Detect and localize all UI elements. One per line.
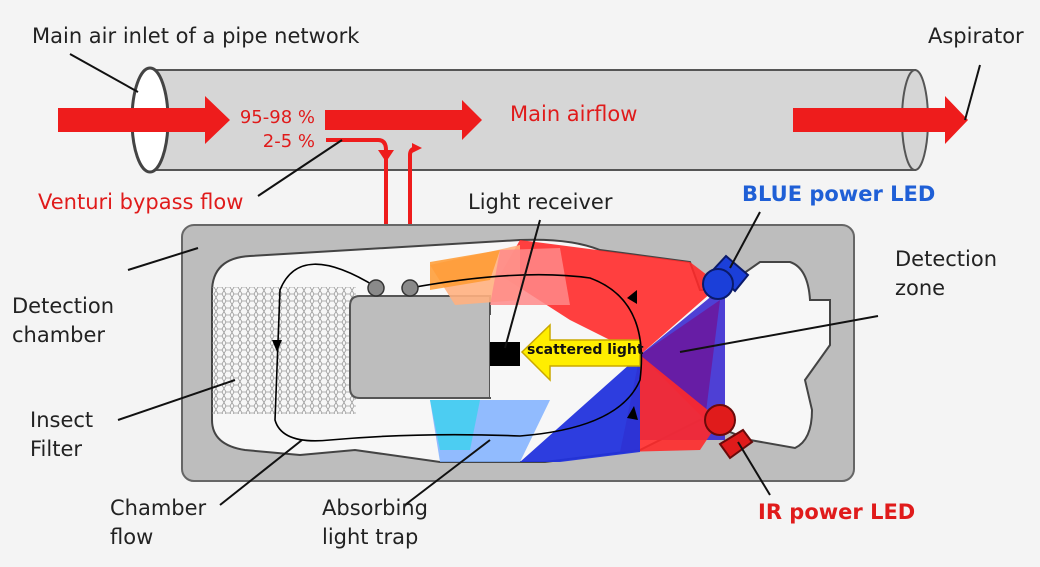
main-airflow-arrows <box>58 96 968 144</box>
label-pct-bypass: 2-5 % <box>262 131 315 152</box>
label-light-receiver: Light receiver <box>468 190 613 214</box>
label-scattered-light: scattered light <box>527 342 644 358</box>
label-venturi-bypass: Venturi bypass flow <box>38 190 244 214</box>
pipe <box>130 66 929 174</box>
label-blue-led: BLUE power LED <box>742 182 936 206</box>
bypass-outlet-port <box>401 279 419 297</box>
light-beams <box>430 240 725 462</box>
label-detection-chamber-2: chamber <box>12 323 106 347</box>
bypass-arrow-head <box>378 150 394 162</box>
label-ir-led: IR power LED <box>758 500 916 524</box>
label-main-airflow: Main airflow <box>510 102 638 126</box>
label-aspirator: Aspirator <box>928 24 1024 48</box>
label-detection-zone-2: zone <box>895 276 946 300</box>
ir-led <box>704 404 754 460</box>
label-chamber-flow-2: flow <box>110 525 154 549</box>
label-insect-filter-1: Insect <box>30 408 94 432</box>
flow-arrow-1 <box>627 290 637 304</box>
chamber-flow-path <box>274 263 643 442</box>
bypass-inlet-port <box>367 279 385 297</box>
scattered-light-arrow <box>520 323 641 382</box>
label-detection-chamber-1: Detection <box>12 294 115 318</box>
label-insect-filter-2: Filter <box>30 437 83 461</box>
label-light-trap-2: light trap <box>322 525 419 549</box>
label-main-air-inlet: Main air inlet of a pipe network <box>32 24 360 48</box>
label-detection-zone-1: Detection <box>895 247 998 271</box>
return-arrow-head <box>412 143 422 153</box>
label-chamber-flow-1: Chamber <box>110 496 207 520</box>
leader-lines <box>69 53 981 506</box>
label-pct-main: 95-98 % <box>239 107 315 128</box>
blue-led <box>702 254 750 300</box>
flow-arrow-3 <box>272 340 282 352</box>
flow-arrow-2 <box>627 406 638 420</box>
label-light-trap-1: Absorbing <box>322 496 428 520</box>
